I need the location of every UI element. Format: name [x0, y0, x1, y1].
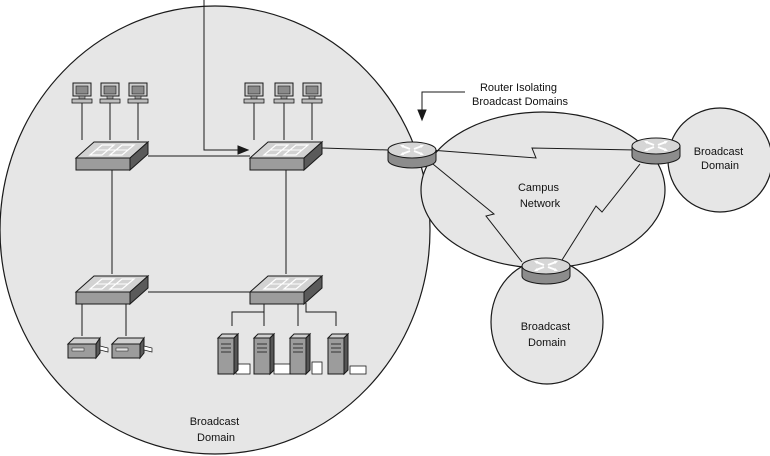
- server-tower-icon: [217, 333, 239, 375]
- desktop-computer-icon: [301, 82, 323, 104]
- broadcast-domain-left-label: Broadcast Domain: [190, 416, 243, 444]
- server-tower-icon: [327, 333, 349, 375]
- desktop-computer-icon: [273, 82, 295, 104]
- router-icon: [521, 257, 571, 285]
- desktop-computer-icon: [71, 82, 93, 104]
- campus-network-label: Campus Network: [518, 182, 562, 210]
- server-peripherals: [235, 361, 367, 375]
- router-icon: [631, 137, 681, 165]
- server-tower-icon: [253, 333, 275, 375]
- desktop-computer-icon: [99, 82, 121, 104]
- broadcast-domain-right-label: Broadcast Domain: [694, 146, 747, 172]
- router-icon: [387, 141, 437, 169]
- desktop-computer-icon: [127, 82, 149, 104]
- router-callout-label: Router Isolating Broadcast Domains: [472, 82, 568, 108]
- callout-arrows: [203, 0, 465, 155]
- server-tower-icon: [289, 333, 311, 375]
- desktop-computer-icon: [243, 82, 265, 104]
- broadcast-domain-bottom-label: Broadcast Domain: [521, 321, 574, 349]
- broadcast-domain-left: [0, 5, 431, 455]
- network-links: [81, 102, 641, 336]
